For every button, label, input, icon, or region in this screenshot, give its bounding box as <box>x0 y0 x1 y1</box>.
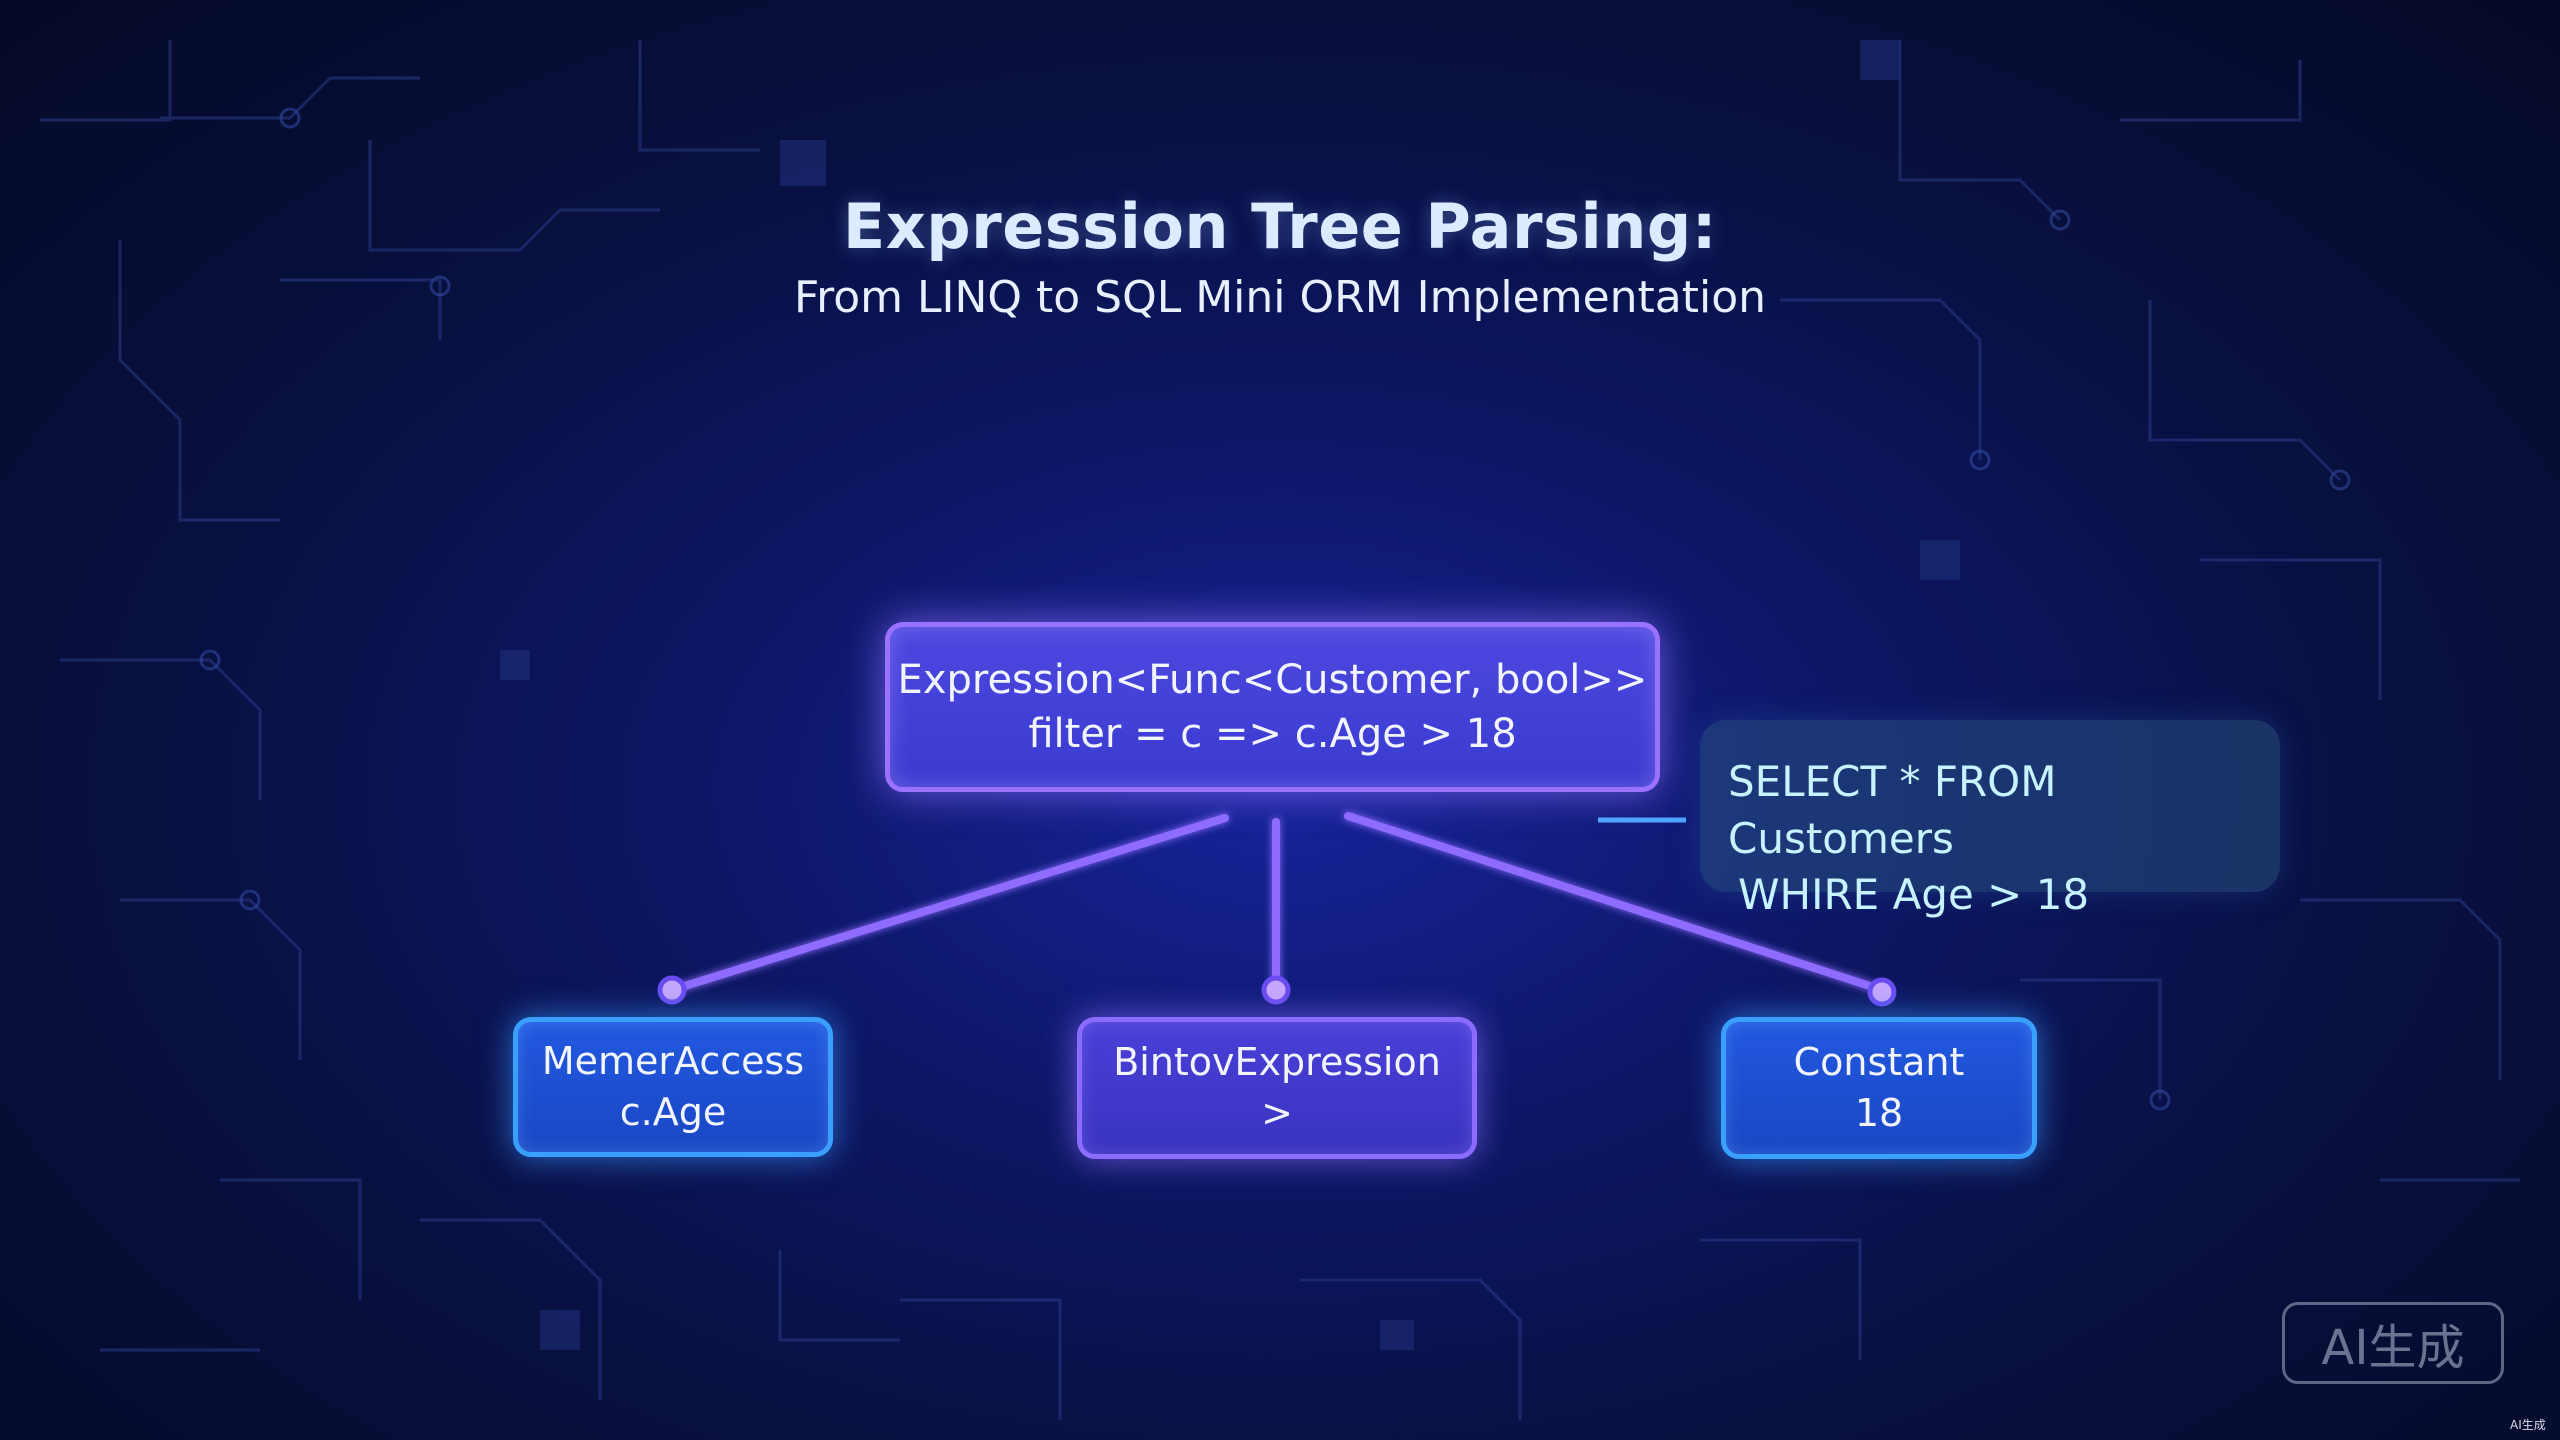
constant-node: Constant 18 <box>1721 1017 2037 1159</box>
constant-node-line1: Constant <box>1793 1039 1965 1084</box>
root-expression-node: Expression<Func<Customer, bool>> filter … <box>885 622 1660 792</box>
ai-generated-small-label: AI生成 <box>2510 1418 2546 1432</box>
page-title: Expression Tree Parsing: <box>842 190 1718 263</box>
binary-node-line1: BintovExpression <box>1113 1039 1441 1084</box>
page-subtitle: From LINQ to SQL Mini ORM Implementation <box>793 272 1767 323</box>
root-node-line1: Expression<Func<Customer, bool>> <box>897 657 1648 703</box>
sql-line2: WHIRE Age > 18 <box>1738 870 2090 920</box>
binary-expression-node: BintovExpression > <box>1077 1017 1477 1159</box>
endpoint-binary <box>1261 975 1291 1005</box>
sql-output-box: SELECT * FROM Customers WHIRE Age > 18 <box>1700 720 2280 919</box>
member-access-node: MemerAccess c.Age <box>513 1017 833 1157</box>
endpoint-constant <box>1867 977 1897 1007</box>
endpoint-member <box>657 975 687 1005</box>
root-node-line2: filter = c => c.Age > 18 <box>1028 711 1517 757</box>
constant-node-line2: 18 <box>1854 1091 1904 1135</box>
edge-root-member <box>668 814 1229 994</box>
edge-root-constant <box>1344 812 1886 994</box>
binary-node-line2: > <box>1261 1091 1293 1135</box>
ai-generated-watermark: AI生成 <box>2282 1302 2504 1384</box>
sql-line1: SELECT * FROM Customers <box>1728 757 2057 863</box>
member-node-line2: c.Age <box>619 1090 727 1134</box>
member-node-line1: MemerAccess <box>541 1038 805 1083</box>
